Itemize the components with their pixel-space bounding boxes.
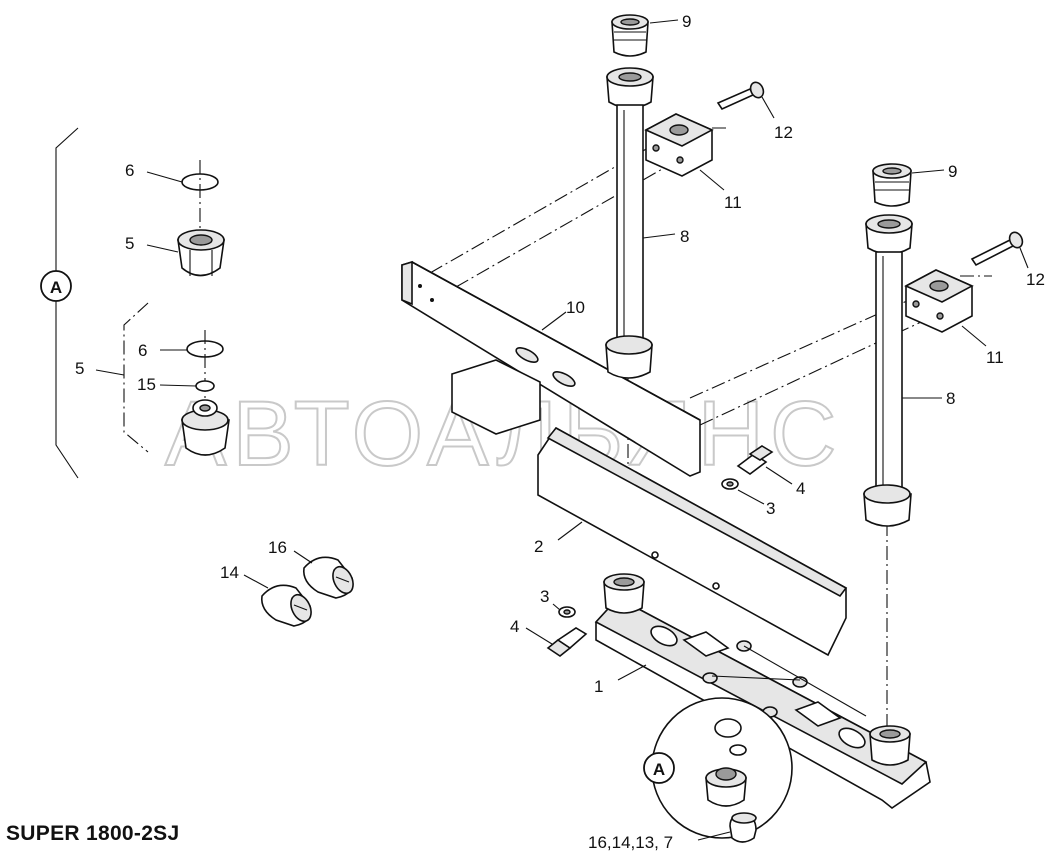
callout-3-upper: 3 bbox=[766, 499, 775, 518]
callout-4-upper: 4 bbox=[796, 479, 805, 498]
ring-15 bbox=[195, 380, 215, 392]
callout-5-bottom: 5 bbox=[75, 359, 84, 378]
callout-1: 1 bbox=[594, 677, 603, 696]
detail-a-label-2: A bbox=[653, 760, 665, 779]
bolt-washer-lower: 3 4 bbox=[510, 587, 588, 657]
pipe-assembly-right: 9 12 11 8 bbox=[863, 162, 1045, 527]
block bbox=[451, 359, 541, 435]
fitting-9-right bbox=[872, 163, 912, 207]
bolt-washer-upper: 4 3 bbox=[721, 445, 805, 518]
pipe-8-right bbox=[875, 251, 903, 493]
callout-2: 2 bbox=[534, 537, 543, 556]
callout-10: 10 bbox=[566, 298, 585, 317]
callout-8-right: 8 bbox=[946, 389, 955, 408]
callout-11-right: 11 bbox=[986, 348, 1004, 367]
detail-a-label: A bbox=[50, 278, 62, 297]
detail-a-inset: A 16,14,13, 7 bbox=[588, 697, 793, 852]
callout-4-lower: 4 bbox=[510, 617, 519, 636]
fitting-left bbox=[603, 573, 645, 614]
callout-15: 15 bbox=[137, 375, 156, 394]
nut-bottom-right bbox=[863, 484, 912, 527]
nut-top-right bbox=[865, 214, 913, 255]
cap-16 bbox=[302, 556, 354, 599]
callout-6-bottom: 6 bbox=[138, 341, 147, 360]
detail-a-circle bbox=[40, 270, 72, 302]
fitting-right bbox=[869, 725, 911, 766]
bracket-10 bbox=[401, 260, 701, 477]
cap-14 bbox=[260, 584, 312, 627]
bolt-12-right bbox=[970, 231, 1024, 267]
cap-7 bbox=[729, 812, 757, 843]
callout-11-left: 11 bbox=[724, 193, 742, 212]
plate-2 bbox=[537, 426, 848, 657]
nut-5-bottom bbox=[181, 399, 230, 456]
callout-9-right: 9 bbox=[948, 162, 957, 181]
pipe-assembly-left: 9 12 11 8 10 bbox=[541, 12, 793, 379]
bolt-4-lower bbox=[546, 627, 588, 657]
caps-group: 16 14 bbox=[220, 538, 354, 627]
nut-top-left bbox=[606, 67, 654, 109]
callout-12-left: 12 bbox=[774, 123, 793, 142]
callout-6-top: 6 bbox=[125, 161, 134, 180]
detail-a-bracket bbox=[55, 127, 79, 479]
callout-14: 14 bbox=[220, 563, 239, 582]
clamp-11-right bbox=[904, 269, 974, 333]
assembly-bracket bbox=[123, 302, 149, 453]
manifold-1: 1 2 bbox=[534, 521, 931, 809]
bolt-4-upper bbox=[736, 445, 774, 475]
nut-bottom-left bbox=[605, 335, 653, 379]
nut-5-top bbox=[177, 229, 225, 277]
model-title: SUPER 1800-2SJ bbox=[6, 822, 180, 845]
callout-3-lower: 3 bbox=[540, 587, 549, 606]
callout-12-right: 12 bbox=[1026, 270, 1045, 289]
callout-9-left: 9 bbox=[682, 12, 691, 31]
callout-bottom: 16,14,13, 7 bbox=[588, 833, 673, 852]
pipe-8-left bbox=[616, 104, 644, 344]
callout-16: 16 bbox=[268, 538, 287, 557]
callout-8-left: 8 bbox=[680, 227, 689, 246]
callout-5-top: 5 bbox=[125, 234, 134, 253]
detail-a-group: A 6 5 6 5 15 bbox=[40, 127, 230, 479]
clamp-11-left bbox=[644, 113, 714, 177]
fitting-9-left bbox=[611, 14, 649, 57]
bolt-12-left bbox=[716, 81, 765, 111]
